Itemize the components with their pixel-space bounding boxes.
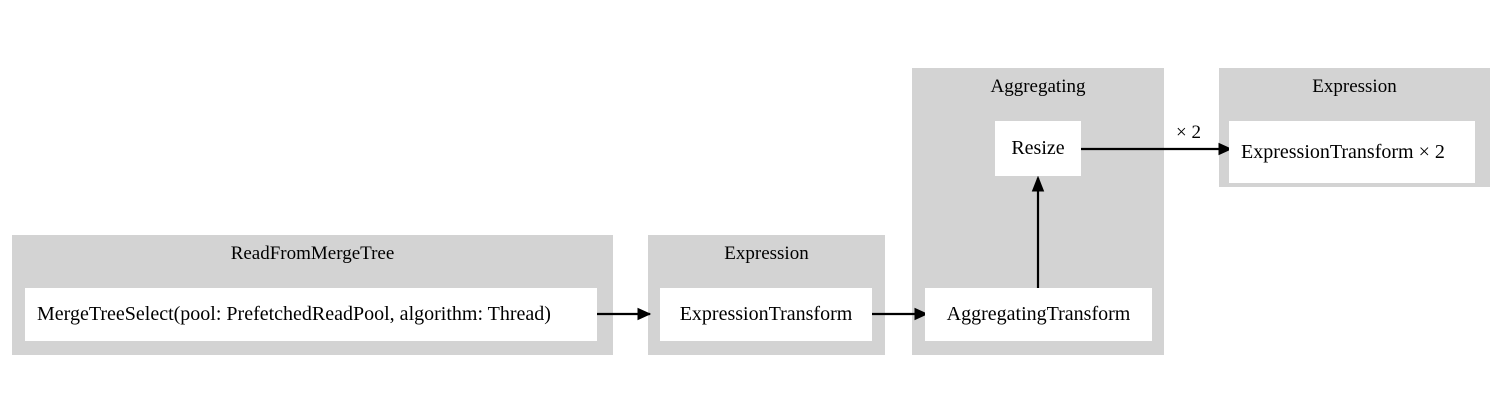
node-expressiontransform-1[interactable]: ExpressionTransform xyxy=(660,288,872,341)
node-aggregatingtransform[interactable]: AggregatingTransform xyxy=(925,288,1152,341)
cluster-title-aggregating: Aggregating xyxy=(990,76,1086,97)
cluster-title-expression-1: Expression xyxy=(724,243,809,264)
cluster-title-readfrommergetree: ReadFromMergeTree xyxy=(230,243,395,264)
node-mergetreeselect[interactable]: MergeTreeSelect(pool: PrefetchedReadPool… xyxy=(25,288,597,341)
node-expressiontransform-2[interactable]: ExpressionTransform × 2 xyxy=(1229,121,1475,183)
cluster-title-expression-2: Expression xyxy=(1312,76,1397,97)
node-resize[interactable]: Resize xyxy=(995,121,1081,176)
edge-label-resize-to-expressiontransform-2: × 2 xyxy=(1176,122,1201,143)
